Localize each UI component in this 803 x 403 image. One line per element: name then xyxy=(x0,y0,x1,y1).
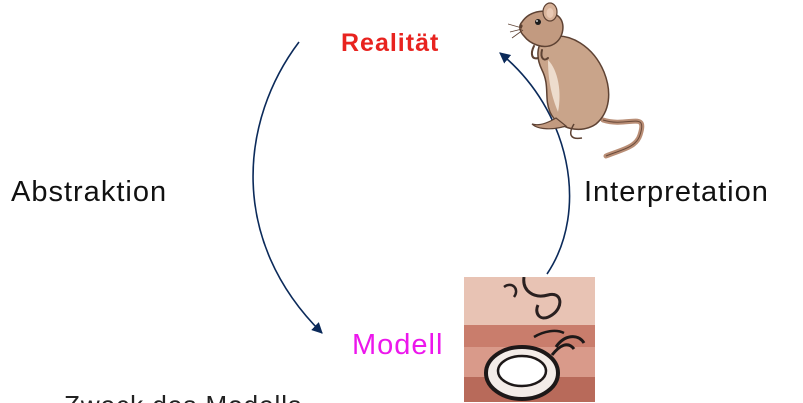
gerbil-illustration xyxy=(508,2,645,159)
abstraction-arrow xyxy=(252,41,323,334)
interpretation-arrow xyxy=(499,52,571,275)
abstraction-label: Abstraktion xyxy=(11,176,168,208)
mouse-photo xyxy=(464,277,595,402)
model-label: Modell xyxy=(352,329,444,361)
interpretation-label: Interpretation xyxy=(584,176,769,208)
reality-label: Realität xyxy=(341,29,440,57)
footer-text: Zweck des Modells xyxy=(64,392,302,403)
